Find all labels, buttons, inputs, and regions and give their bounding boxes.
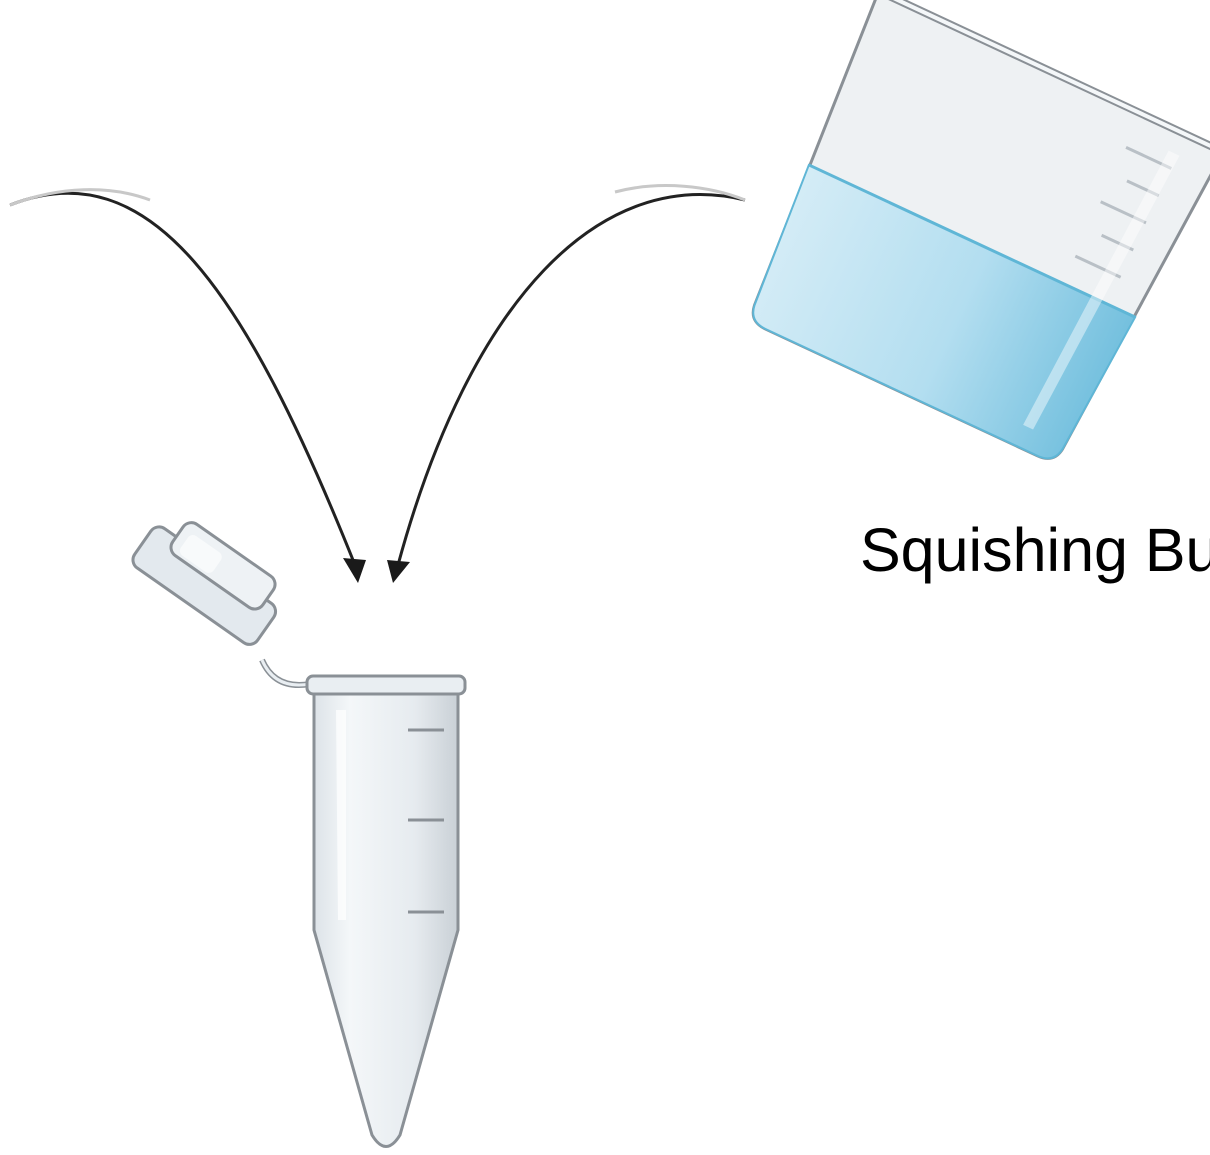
microcentrifuge-tube-icon: [129, 505, 465, 1147]
arrow-right-icon: [387, 186, 745, 583]
beaker-icon: [707, 0, 1210, 479]
squishing-buffer-label: Squishing Bu: [860, 520, 1210, 581]
